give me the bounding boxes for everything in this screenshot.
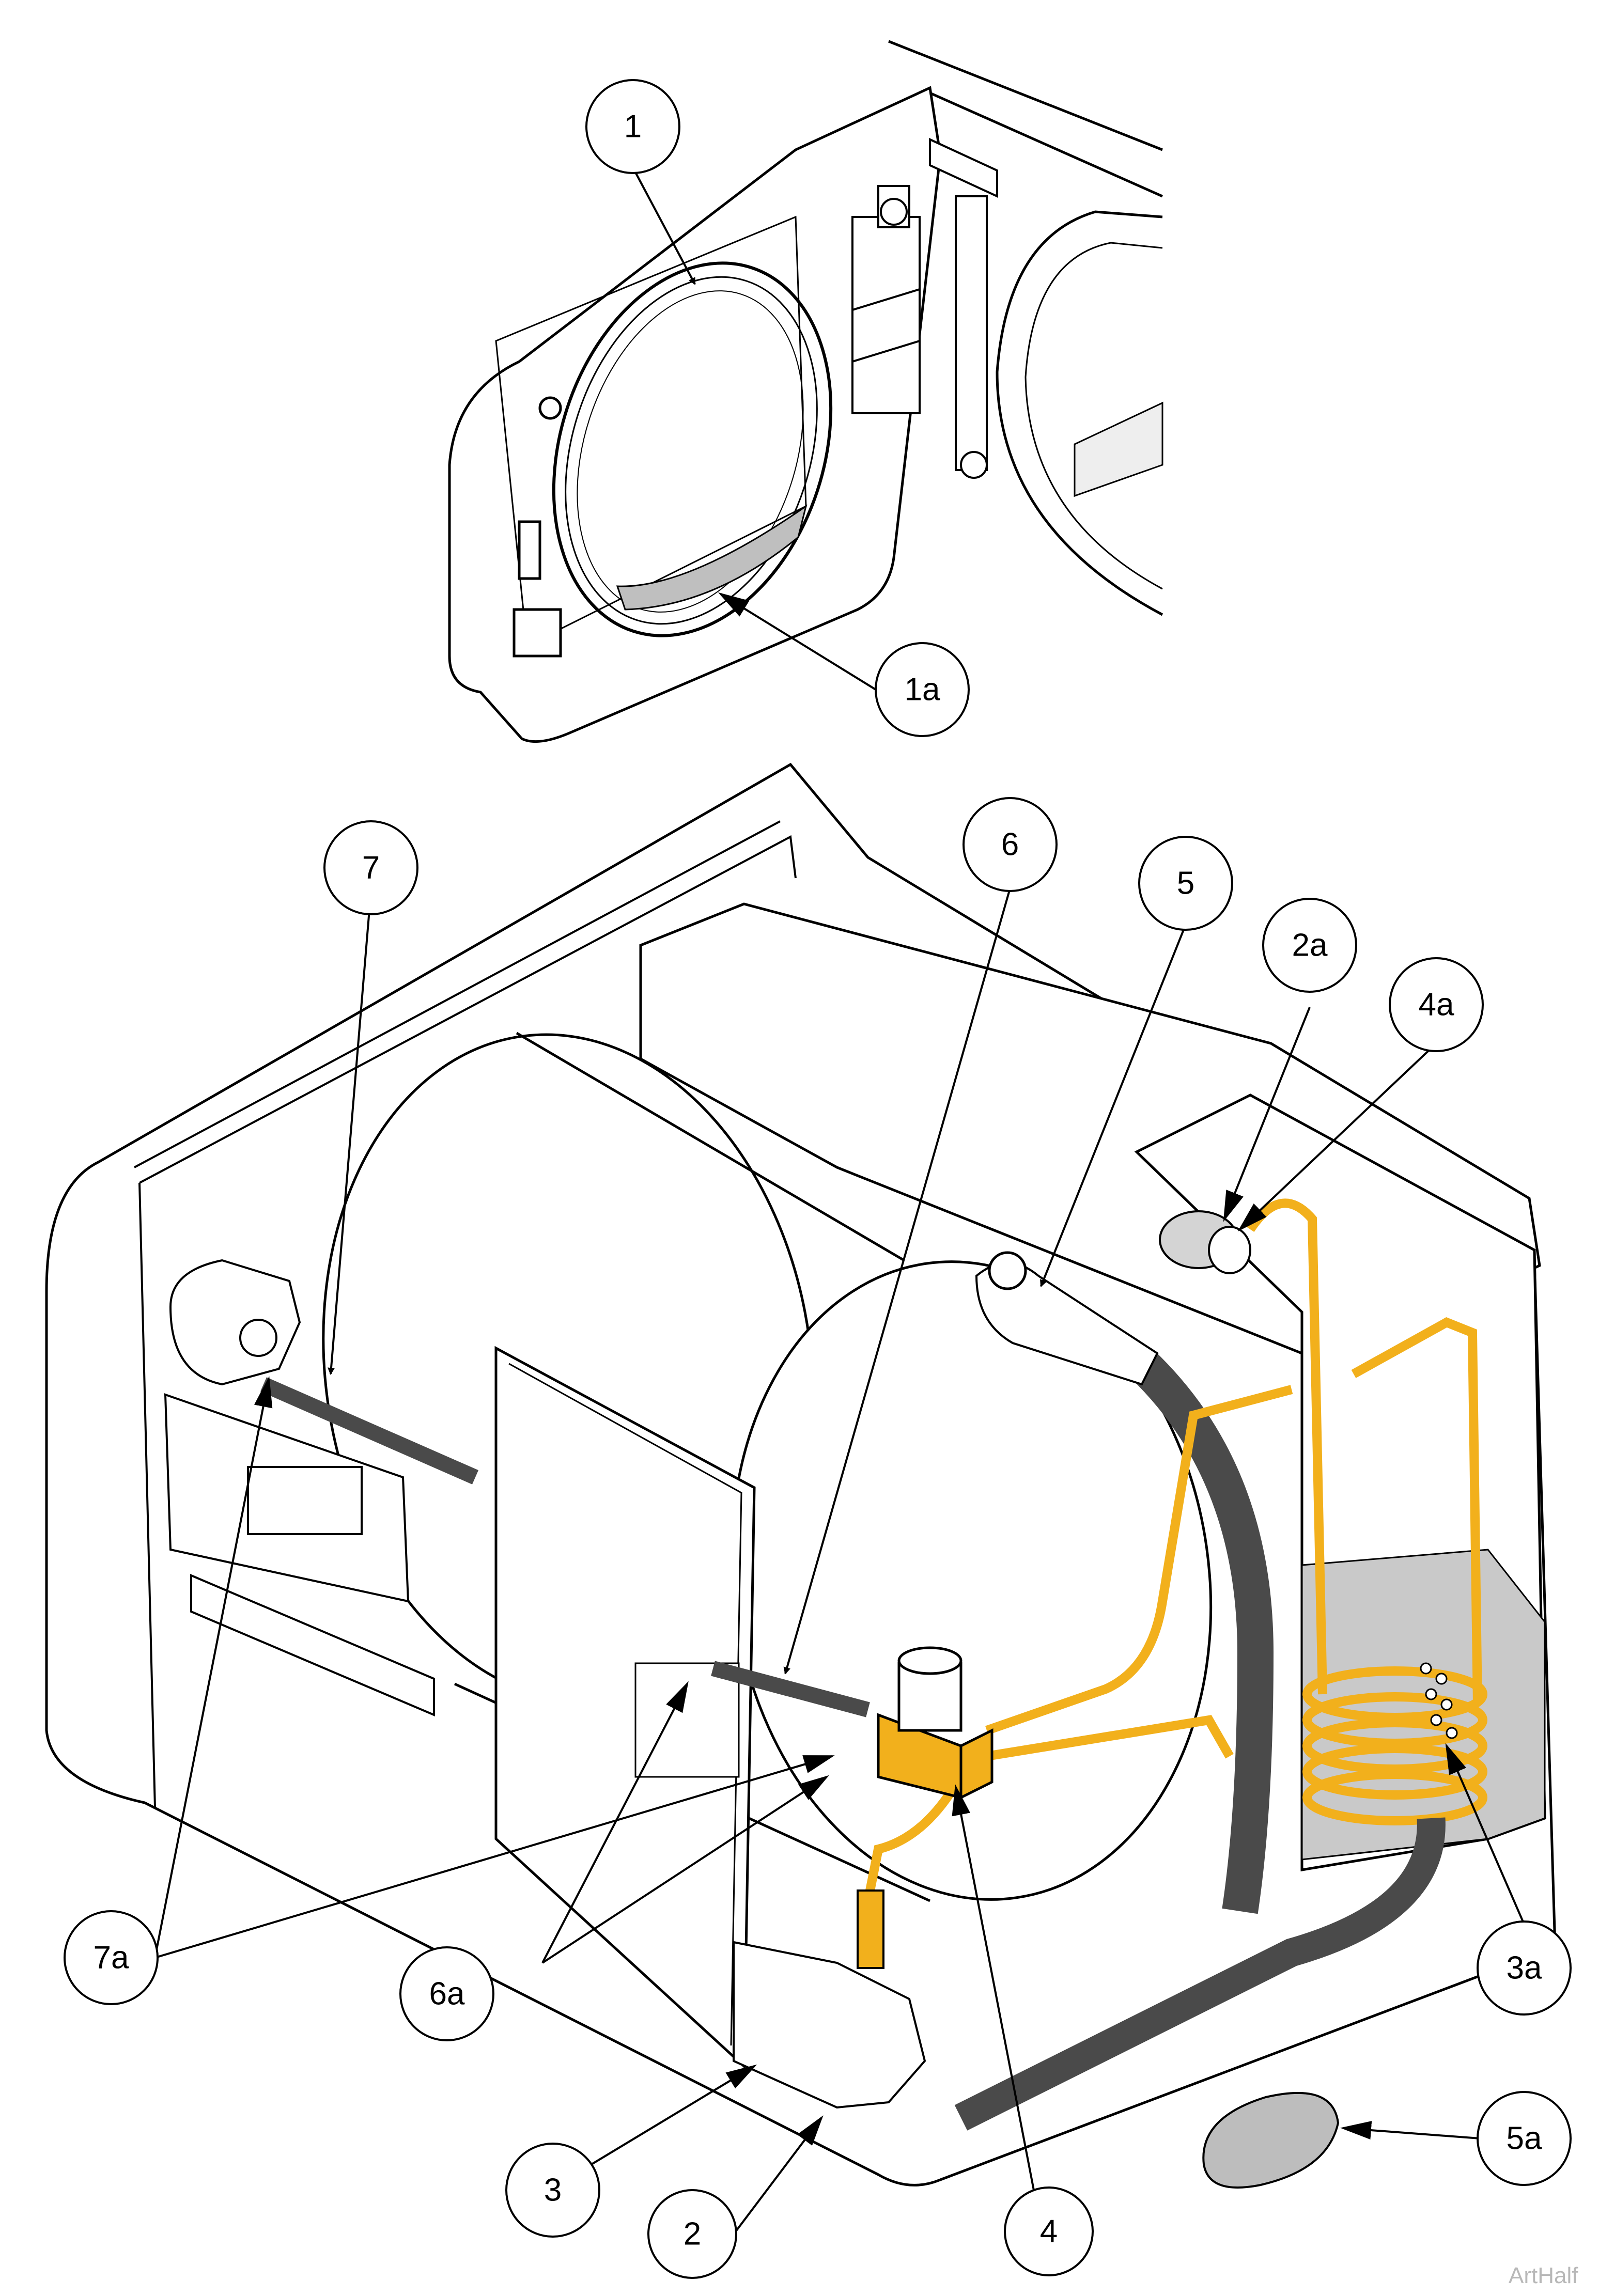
callout-3a: 3a bbox=[1477, 1920, 1572, 2016]
callout-1a-label: 1a bbox=[905, 672, 940, 708]
cabinet-top-edge bbox=[888, 40, 1163, 198]
gasket-bottom-shaded bbox=[616, 504, 808, 611]
callout-2: 2 bbox=[647, 2189, 737, 2279]
door-gasket-outer bbox=[552, 261, 833, 637]
callout-3-label: 3 bbox=[544, 2173, 562, 2208]
callout-5a-label: 5a bbox=[1507, 2121, 1542, 2157]
door-screw-1 bbox=[538, 396, 562, 420]
callout-1-label: 1 bbox=[624, 109, 642, 145]
leader-lines bbox=[154, 170, 1525, 2268]
chamber-opening bbox=[996, 210, 1163, 616]
callout-6: 6 bbox=[962, 797, 1058, 892]
callout-7a-label: 7a bbox=[94, 1940, 129, 1976]
control-board-inner bbox=[508, 1363, 742, 2046]
vent-hose-segment bbox=[1129, 1350, 1274, 1914]
reservoir-water bbox=[1301, 1549, 1546, 1861]
drain-elbow-cap bbox=[988, 1251, 1027, 1290]
door-latch bbox=[929, 137, 998, 479]
chamber-opening-inner bbox=[1024, 242, 1163, 590]
callout-5-label: 5 bbox=[1177, 866, 1194, 901]
yellow-tubing bbox=[863, 1385, 1293, 1902]
door-gasket-inner bbox=[565, 276, 818, 625]
callout-4a-label: 4a bbox=[1419, 987, 1454, 1023]
arthalf-watermark: ArtHalf bbox=[1509, 2263, 1578, 2288]
callout-1: 1 bbox=[585, 79, 680, 174]
door-switch-slot bbox=[518, 520, 541, 580]
door-hinge bbox=[851, 185, 921, 414]
callout-6-label: 6 bbox=[1001, 827, 1019, 863]
sterilizer-drawing bbox=[45, 762, 1557, 2189]
callout-4a: 4a bbox=[1389, 957, 1484, 1052]
callout-1a: 1a bbox=[875, 642, 970, 737]
callout-7-label: 7 bbox=[362, 850, 380, 886]
coil-bubbles bbox=[1420, 1662, 1458, 1739]
callout-2a: 2a bbox=[1262, 898, 1357, 993]
brass-fitting bbox=[857, 1889, 884, 1969]
callout-6a-label: 6a bbox=[429, 1976, 465, 2012]
callout-5: 5 bbox=[1138, 836, 1233, 931]
reservoir-check-valve bbox=[1159, 1210, 1251, 1274]
door-assembly-drawing bbox=[448, 40, 1163, 743]
reservoir-coil bbox=[1302, 1666, 1487, 1825]
callout-3a-label: 3a bbox=[1507, 1950, 1542, 1986]
callout-2a-label: 2a bbox=[1292, 928, 1328, 963]
callout-6a: 6a bbox=[399, 1946, 494, 2041]
tube-7 bbox=[260, 1377, 479, 1485]
callout-4: 4 bbox=[1004, 2186, 1094, 2276]
callout-7a: 7a bbox=[64, 1910, 159, 2005]
chamber-tray bbox=[1074, 401, 1163, 497]
water-spill bbox=[1202, 2091, 1340, 2189]
callouts: 1 1a 7 6 5 2a 4a 7a bbox=[64, 79, 1572, 2279]
left-pump-assembly bbox=[164, 1259, 435, 1717]
callout-2-label: 2 bbox=[684, 2216, 701, 2252]
callout-7: 7 bbox=[323, 820, 418, 915]
tube-6 bbox=[711, 1661, 870, 1717]
board-cutout bbox=[634, 1662, 740, 1778]
door-lower-slot bbox=[513, 608, 562, 658]
callout-3: 3 bbox=[505, 2143, 600, 2238]
vent-hose-lower bbox=[954, 1817, 1446, 2131]
callout-5a: 5a bbox=[1477, 2091, 1572, 2186]
callout-4-label: 4 bbox=[1040, 2214, 1058, 2250]
